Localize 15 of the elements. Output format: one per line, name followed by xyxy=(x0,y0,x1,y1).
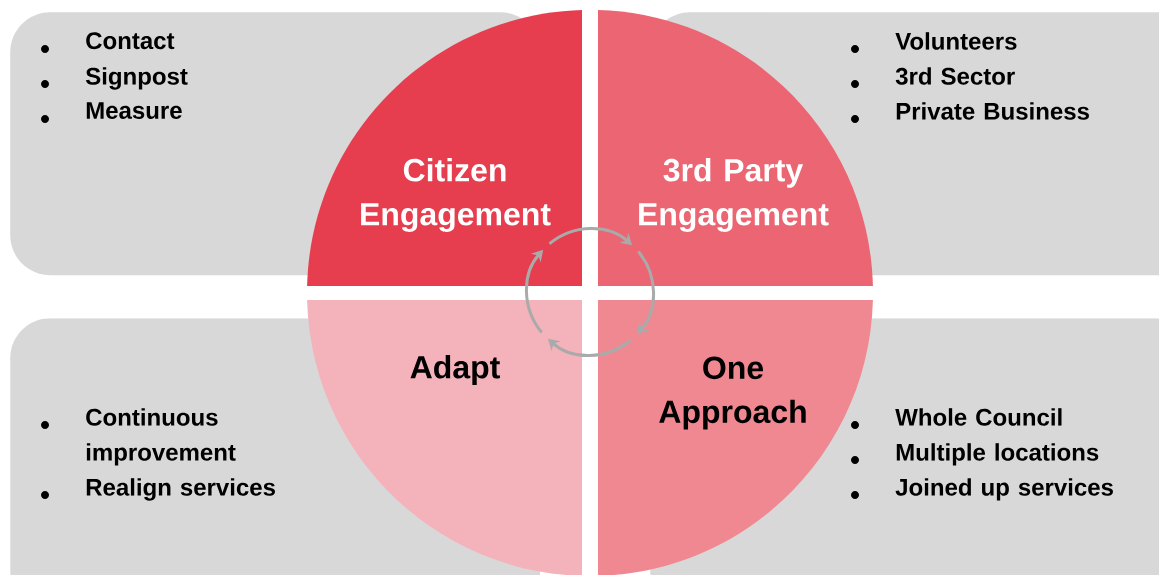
bullet-text: Private Business xyxy=(896,102,1089,120)
bullet-text: Volunteers xyxy=(895,32,1017,50)
bullet-text: Realign services xyxy=(86,478,275,501)
bullet-text: Joined up services xyxy=(895,478,1113,501)
bullet-text: Measure xyxy=(86,102,182,119)
bullet-text: 3rd Sector xyxy=(895,67,1015,85)
bullet-text: Signpost xyxy=(85,67,188,90)
quadrant: Adapt xyxy=(307,300,582,575)
quadrant: One Approach xyxy=(598,300,873,575)
bullet-text: Contact xyxy=(86,32,175,50)
bullet-text: Whole Council xyxy=(895,408,1062,426)
quadrant: Citizen Engagement xyxy=(307,10,582,286)
bullet-text: Multiple locations xyxy=(896,443,1099,466)
bullet-text: Continuous improvement xyxy=(86,408,236,466)
quadrant: 3rd Party Engagement xyxy=(598,10,873,286)
